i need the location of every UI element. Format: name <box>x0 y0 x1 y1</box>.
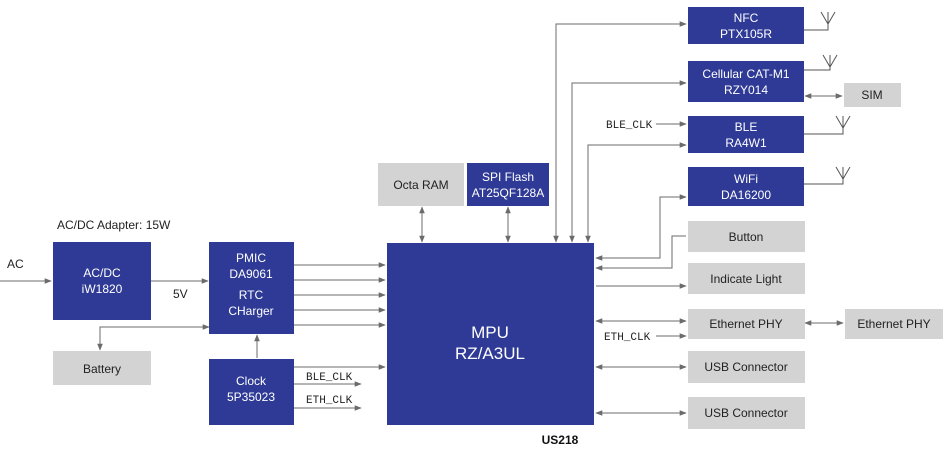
eth-clk-label-right: ETH_CLK <box>604 332 651 344</box>
block-button: Button <box>688 221 805 252</box>
pmic-rtc: RTC <box>239 288 264 302</box>
button-to-mpu-arrow <box>595 235 686 271</box>
block-mpu: MPU RZ/A3UL <box>387 243 594 425</box>
pmic-battery-connector <box>97 324 210 351</box>
block-clock: Clock 5P35023 <box>209 359 294 425</box>
nfc-part: PTX105R <box>720 27 772 41</box>
acdc-part: iW1820 <box>82 282 123 296</box>
spi-flash-title: SPI Flash <box>482 170 534 184</box>
eth-clk-label-bottom: ETH_CLK <box>306 395 353 407</box>
clock-title: Clock <box>236 374 267 388</box>
ethernet-phy-2-label: Ethernet PHY <box>857 317 930 331</box>
voltage-label: 5V <box>173 287 188 301</box>
clock-part: 5P35023 <box>227 390 275 404</box>
block-acdc: AC/DC iW1820 <box>53 242 151 320</box>
block-wifi: WiFi DA16200 <box>688 167 804 206</box>
acdc-title: AC/DC <box>83 266 121 280</box>
ble-clk-label-top: BLE_CLK <box>606 120 653 132</box>
nfc-antenna-icon <box>804 11 836 31</box>
octa-ram-label: Octa RAM <box>393 178 448 192</box>
ac-input-label: AC <box>7 257 24 271</box>
cellular-title: Cellular CAT-M1 <box>702 67 789 81</box>
block-ble: BLE RA4W1 <box>688 116 804 153</box>
button-label: Button <box>729 230 764 244</box>
cellular-antenna-icon <box>804 54 838 71</box>
connectors <box>0 21 844 416</box>
usb-connector-1-label: USB Connector <box>704 360 787 374</box>
adapter-label: AC/DC Adapter: 15W <box>57 218 171 232</box>
block-pmic: PMIC DA9061 RTC CHarger <box>209 242 294 334</box>
mpu-title: MPU <box>471 323 509 342</box>
cellular-mpu-connector <box>569 80 687 243</box>
block-battery: Battery <box>53 351 151 385</box>
pmic-part: DA9061 <box>229 267 273 281</box>
wifi-mpu-connector <box>595 194 687 261</box>
ethernet-phy-1-label: Ethernet PHY <box>709 317 782 331</box>
ble-part: RA4W1 <box>725 136 767 150</box>
block-cellular: Cellular CAT-M1 RZY014 <box>688 61 804 102</box>
usb-connector-2-label: USB Connector <box>704 406 787 420</box>
ble-mpu-connector <box>585 142 687 243</box>
ble-clk-label-bottom: BLE_CLK <box>306 372 353 384</box>
nfc-title: NFC <box>734 11 759 25</box>
spi-flash-part: AT25QF128A <box>472 186 544 200</box>
mpu-part: RZ/A3UL <box>455 344 525 363</box>
sim-label: SIM <box>861 88 882 102</box>
ble-title: BLE <box>735 120 758 134</box>
battery-label: Battery <box>83 362 121 376</box>
block-ethernet-phy-2: Ethernet PHY <box>845 309 943 339</box>
nfc-mpu-connector <box>553 21 687 243</box>
block-usb-connector-1: USB Connector <box>688 351 805 383</box>
block-usb-connector-2: USB Connector <box>688 397 805 429</box>
block-indicate-light: Indicate Light <box>688 263 805 294</box>
block-nfc: NFC PTX105R <box>688 7 804 44</box>
antenna-icons <box>804 11 851 185</box>
diagram-caption: US218 <box>542 433 579 447</box>
pmic-charger: CHarger <box>228 304 273 318</box>
cellular-part: RZY014 <box>724 83 768 97</box>
block-ethernet-phy-1: Ethernet PHY <box>688 309 805 339</box>
block-sim: SIM <box>844 83 901 107</box>
block-spi-flash: SPI Flash AT25QF128A <box>467 163 549 206</box>
pmic-title: PMIC <box>236 251 266 265</box>
wifi-antenna-icon <box>804 166 851 185</box>
wifi-title: WiFi <box>734 172 758 186</box>
indicate-light-label: Indicate Light <box>710 272 782 286</box>
ble-antenna-icon <box>804 115 851 135</box>
wifi-part: DA16200 <box>721 188 771 202</box>
block-octa-ram: Octa RAM <box>378 163 464 206</box>
